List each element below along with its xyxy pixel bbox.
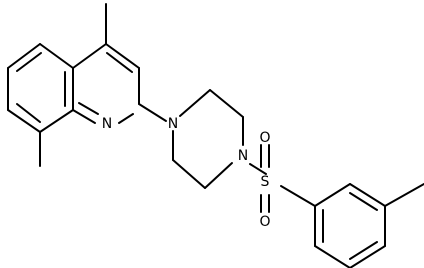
bond-benzo-bottom-left xyxy=(7,109,41,133)
bond-lines xyxy=(7,3,424,268)
bond-piperazine-upper-left xyxy=(179,89,211,117)
bond-benzo-top xyxy=(7,43,41,69)
bond-aryl-methyl xyxy=(384,183,424,207)
bond-pyridine-double-top xyxy=(106,52,133,73)
bond-pyridine-top-left xyxy=(72,43,107,69)
bond-aryl-double-bottom xyxy=(349,241,378,260)
bond-aryl-lower-left xyxy=(314,245,351,268)
oxygen-bottom-label: O xyxy=(259,214,270,230)
bond-aryl-double-top xyxy=(349,192,378,211)
bond-quinoline-piperazine xyxy=(138,103,167,122)
bond-piperazine-lower-right xyxy=(204,162,233,189)
bond-sulfur-aryl xyxy=(280,185,316,207)
piperazine-nitrogen-left-label: N xyxy=(168,116,178,132)
bond-benzo-bottom-right xyxy=(39,109,74,133)
oxygen-top-label: O xyxy=(259,130,270,146)
bond-piperazine-top xyxy=(209,89,244,118)
bond-aryl-upper-left xyxy=(314,183,351,207)
bond-benzo-top-right xyxy=(39,43,74,69)
bond-pyridine-double-n xyxy=(78,102,99,115)
bond-pyridine-top-right xyxy=(105,43,140,69)
bond-benzo-double-2 xyxy=(16,103,41,123)
bond-pyridine-n-fusion xyxy=(72,109,96,124)
atom-labels: N N N S O O xyxy=(102,116,271,230)
bond-aryl-lower-right xyxy=(349,245,386,268)
piperazine-nitrogen-right-label: N xyxy=(238,148,248,164)
quinoline-nitrogen-label: N xyxy=(102,116,112,132)
sulfur-label: S xyxy=(261,174,270,190)
bond-aryl-upper-right xyxy=(349,183,386,207)
bond-benzo-double-1 xyxy=(16,52,42,72)
bond-piperazine-bottom xyxy=(172,159,206,189)
bond-pyridine-c2-n xyxy=(118,113,134,124)
bond-piperazine-sulfur xyxy=(249,163,267,175)
